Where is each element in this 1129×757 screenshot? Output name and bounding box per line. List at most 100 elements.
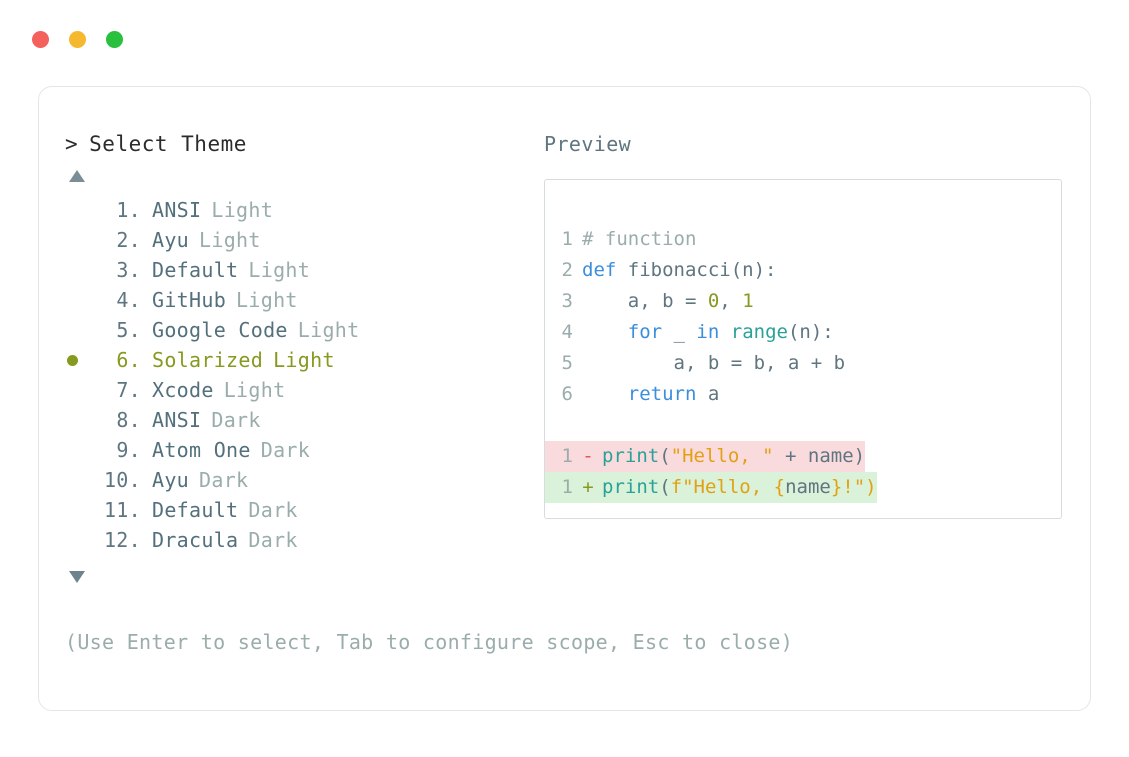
code-line-content: a, b = 0, 1 [582, 286, 754, 317]
code-token [719, 321, 730, 343]
code-token: !") [842, 476, 877, 498]
diff-line-content: print(f"Hello, {name}!") [602, 472, 877, 503]
theme-item-name: Solarized [152, 348, 264, 372]
code-line-content: # function [582, 224, 696, 255]
code-token: a, b = b, a + b [582, 352, 846, 374]
diff-line-plus: 1+print(f"Hello, {name}!") [545, 472, 877, 503]
theme-item-variant: Light [223, 378, 286, 402]
page-title: Select Theme [89, 132, 247, 156]
triangle-up-icon[interactable] [69, 170, 85, 182]
theme-item-variant: Light [211, 198, 274, 222]
theme-item-number: 3. [116, 258, 141, 282]
selection-bullet-slot [65, 225, 95, 255]
code-line-number: 2 [561, 259, 573, 281]
code-token: print [602, 445, 660, 467]
code-token: f"Hello, [670, 476, 774, 498]
selected-bullet-icon [67, 354, 78, 366]
theme-item-number: 5. [116, 318, 141, 342]
selection-bullet-slot [65, 195, 95, 225]
code-line: 6 return a [545, 379, 1061, 410]
theme-item-variant: Dark [211, 408, 261, 432]
code-token: { [773, 476, 786, 498]
code-token: return [627, 383, 697, 405]
theme-item-name: Dracula [152, 528, 239, 552]
minimize-button-dot[interactable] [69, 31, 86, 48]
theme-item-name: Ayu [152, 468, 190, 492]
code-line: 2 def fibonacci(n): [545, 255, 1061, 286]
theme-item-name: ANSI [152, 408, 202, 432]
selection-bullet-slot [65, 345, 95, 375]
code-token: ( [659, 476, 671, 498]
theme-item-number: 12. [103, 528, 141, 552]
keyboard-hint-text: (Use Enter to select, Tab to configure s… [65, 630, 794, 654]
code-token: + name) [773, 445, 866, 467]
theme-item-name: Ayu [152, 228, 190, 252]
theme-item-name: Atom One [152, 438, 251, 462]
code-token: range [730, 321, 788, 343]
code-token: } [830, 476, 843, 498]
code-token [582, 321, 628, 343]
code-token: # function [582, 228, 697, 250]
prompt-caret-icon: > [65, 132, 79, 156]
code-token: fibonacci(n): [616, 259, 777, 281]
theme-item-number: 4. [116, 288, 141, 312]
code-line: 5 a, b = b, a + b [545, 348, 1061, 379]
prompt-header: > Select Theme [65, 131, 535, 157]
selection-bullet-slot [65, 375, 95, 405]
code-token: 1 [742, 290, 754, 312]
theme-item-variant: Dark [248, 528, 298, 552]
code-token: in [696, 321, 720, 343]
code-line-content: a, b = b, a + b [582, 348, 846, 379]
maximize-button-dot[interactable] [106, 31, 123, 48]
code-token: ( [659, 445, 671, 467]
theme-item-variant: Dark [248, 498, 298, 522]
code-line-content: def fibonacci(n): [582, 255, 776, 286]
triangle-down-icon[interactable] [69, 571, 85, 583]
theme-list-item[interactable]: 10. Ayu Dark [65, 465, 535, 495]
code-token: , [719, 290, 743, 312]
selection-bullet-slot [65, 435, 95, 465]
theme-item-variant: Dark [199, 468, 249, 492]
theme-item-variant: Light [273, 348, 335, 372]
code-line-number: 1 [561, 228, 573, 250]
code-token: name [785, 476, 831, 498]
theme-item-name: Default [152, 498, 239, 522]
theme-item-number: 10. [103, 468, 141, 492]
theme-list-item[interactable]: 12. Dracula Dark [65, 525, 535, 555]
selection-bullet-slot [65, 525, 95, 555]
diff-line-number: 1 [561, 445, 573, 467]
theme-item-number: 2. [116, 228, 141, 252]
theme-item-variant: Light [248, 258, 311, 282]
selection-bullet-slot [65, 255, 95, 285]
code-line-number: 4 [561, 321, 573, 343]
code-line-content: for _ in range(n): [582, 317, 834, 348]
diff-line-content: print("Hello, " + name) [602, 441, 865, 472]
selection-bullet-slot [65, 465, 95, 495]
diff-line-minus: 1-print("Hello, " + name) [545, 441, 866, 472]
code-line: 1 # function [545, 224, 1061, 255]
selection-bullet-slot [65, 405, 95, 435]
close-button-dot[interactable] [32, 31, 49, 48]
theme-item-number: 7. [116, 378, 141, 402]
preview-label: Preview [544, 132, 632, 156]
selection-bullet-slot [65, 285, 95, 315]
code-line: 4 for _ in range(n): [545, 317, 1061, 348]
selection-bullet-slot [65, 315, 95, 345]
theme-item-name: GitHub [152, 288, 227, 312]
code-line-content: return a [582, 379, 720, 410]
